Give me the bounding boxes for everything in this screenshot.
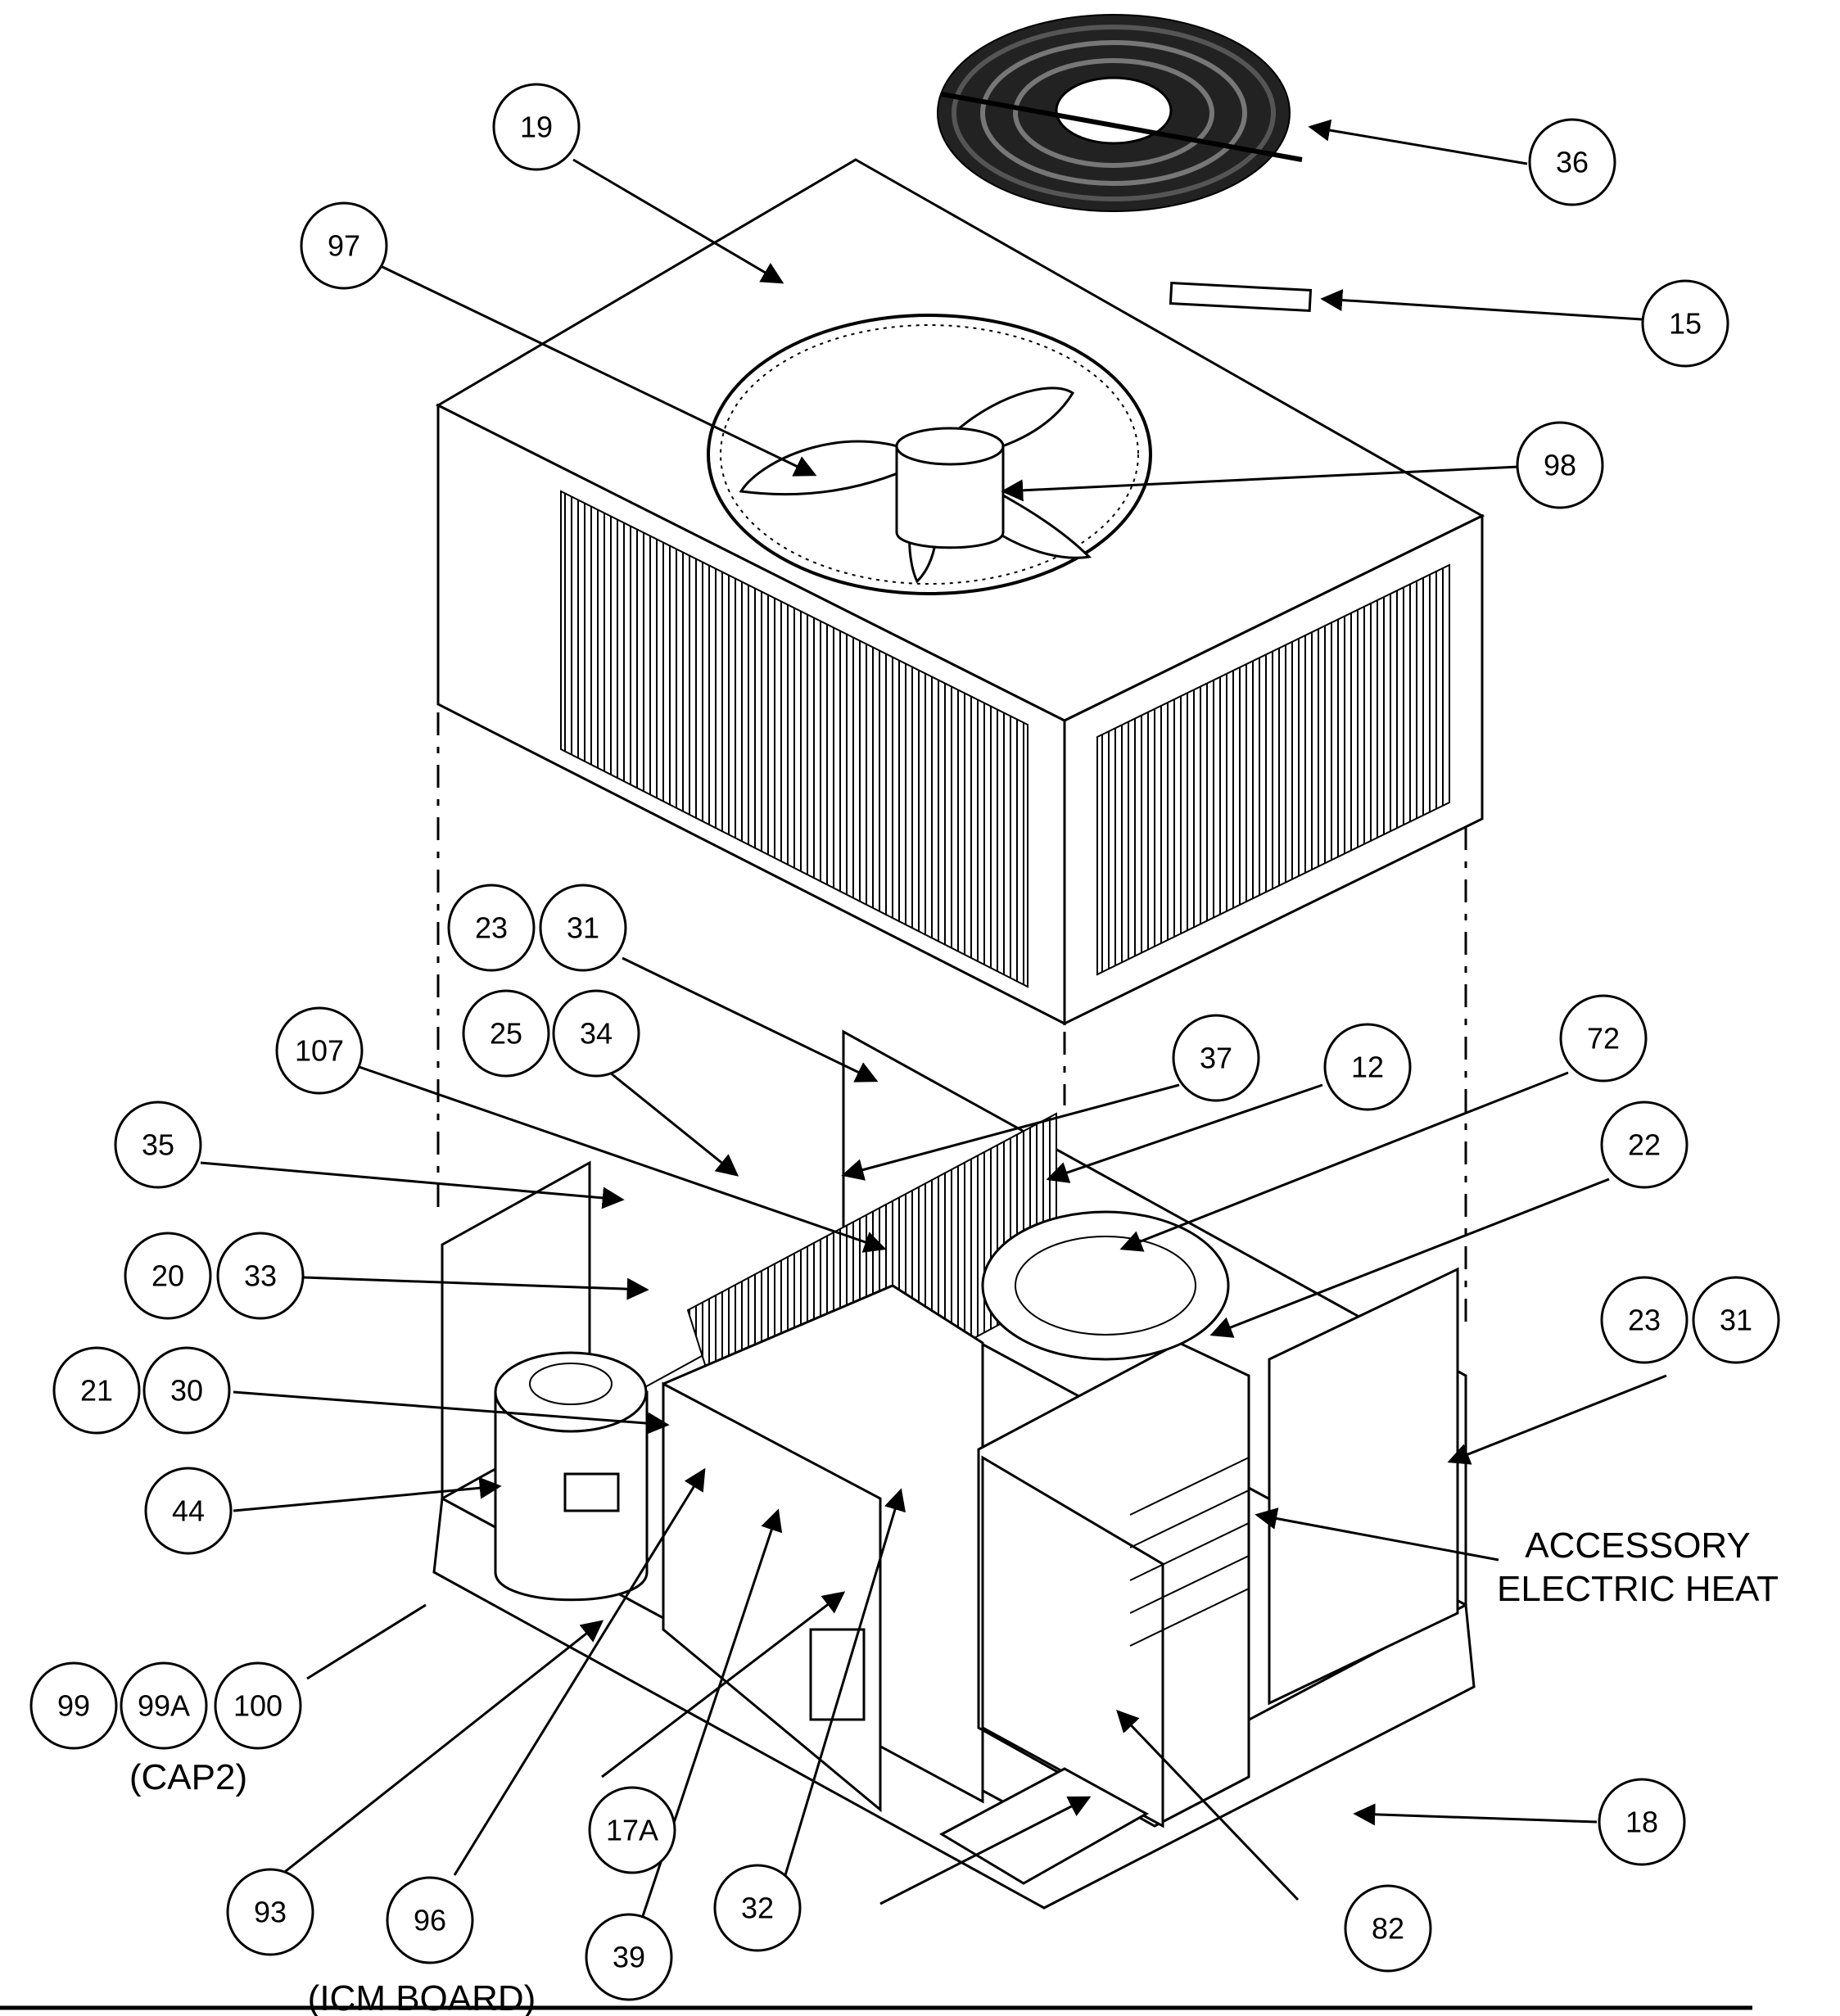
callout-93: 93: [226, 1868, 314, 1956]
svg-text:32: 32: [741, 1892, 774, 1925]
svg-text:18: 18: [1625, 1806, 1658, 1839]
svg-text:31: 31: [567, 911, 599, 945]
callout-72: 72: [1559, 994, 1648, 1083]
bracket-strip: [1169, 281, 1313, 313]
access-door-right: [1268, 1267, 1459, 1706]
top-cover-assembly: [435, 14, 1485, 1026]
callout-12: 12: [1323, 1023, 1412, 1111]
filter-rack: [938, 1767, 1150, 1885]
fan-assembly: [707, 314, 1152, 595]
callout-97: 97: [300, 201, 388, 290]
callout-15: 15: [1641, 279, 1729, 368]
svg-text:82: 82: [1372, 1912, 1404, 1946]
callout-34: 34: [552, 989, 640, 1078]
callout-31-upper: 31: [539, 884, 627, 972]
svg-text:23: 23: [1628, 1304, 1661, 1337]
svg-text:72: 72: [1587, 1022, 1620, 1055]
svg-text:23: 23: [475, 911, 508, 945]
svg-text:97: 97: [328, 229, 360, 263]
callout-37: 37: [1172, 1014, 1260, 1102]
icm-board-label: (ICM BOARD): [308, 1978, 536, 2016]
svg-text:34: 34: [580, 1017, 613, 1051]
callout-17A: 17A: [588, 1786, 676, 1874]
compressor: [494, 1351, 649, 1602]
svg-text:39: 39: [613, 1941, 645, 1974]
callout-99: 99: [29, 1661, 118, 1750]
svg-text:100: 100: [233, 1689, 283, 1723]
svg-text:107: 107: [295, 1034, 344, 1068]
svg-text:30: 30: [170, 1374, 203, 1408]
front-coil-grille: [560, 490, 1029, 988]
callout-33: 33: [216, 1232, 305, 1320]
callout-30: 30: [142, 1346, 231, 1435]
heater-elements: [1129, 1457, 1250, 1647]
svg-text:19: 19: [520, 111, 553, 144]
svg-text:21: 21: [80, 1374, 113, 1408]
callout-25: 25: [462, 989, 550, 1078]
svg-text:99A: 99A: [138, 1689, 190, 1723]
callout-23-upper: 23: [447, 884, 536, 972]
svg-text:20: 20: [151, 1259, 184, 1293]
accessory-electric-heat-label-2: ELECTRIC HEAT: [1497, 1569, 1779, 1609]
callout-22: 22: [1600, 1101, 1689, 1189]
svg-text:99: 99: [57, 1689, 90, 1723]
callout-19: 19: [492, 83, 581, 171]
accessory-electric-heat-label-1: ACCESSORY: [1525, 1526, 1751, 1566]
callout-39: 39: [585, 1913, 673, 2001]
svg-text:15: 15: [1669, 307, 1702, 341]
svg-text:17A: 17A: [606, 1814, 658, 1847]
callout-44: 44: [144, 1467, 233, 1555]
right-coil-grille: [1096, 563, 1450, 976]
svg-text:93: 93: [254, 1896, 287, 1929]
svg-text:25: 25: [490, 1017, 522, 1051]
svg-text:33: 33: [244, 1259, 277, 1293]
base-assembly: [432, 1029, 1476, 1910]
svg-text:35: 35: [142, 1128, 174, 1162]
callout-96: 96: [386, 1876, 474, 1964]
callout-18: 18: [1598, 1778, 1686, 1866]
svg-text:96: 96: [414, 1904, 446, 1937]
svg-text:31: 31: [1720, 1304, 1752, 1337]
svg-text:44: 44: [172, 1494, 205, 1528]
svg-text:12: 12: [1351, 1051, 1384, 1084]
svg-text:36: 36: [1556, 146, 1589, 179]
electric-heat-panel: [981, 1455, 1164, 1828]
svg-text:37: 37: [1200, 1042, 1232, 1075]
callout-36: 36: [1528, 118, 1616, 206]
svg-text:22: 22: [1628, 1128, 1661, 1162]
callout-21: 21: [52, 1346, 141, 1435]
callout-107: 107: [275, 1006, 364, 1095]
callout-32: 32: [713, 1864, 802, 1952]
callout-99A: 99A: [120, 1661, 208, 1750]
leader-lines: [200, 119, 1667, 1929]
callout-35: 35: [114, 1101, 202, 1189]
callout-20: 20: [124, 1232, 212, 1320]
callout-31-lower: 31: [1692, 1276, 1780, 1364]
callout-23-lower: 23: [1600, 1276, 1689, 1364]
blower-wheel: [981, 1210, 1230, 1361]
callout-82: 82: [1344, 1884, 1432, 1973]
svg-text:98: 98: [1544, 449, 1576, 482]
callout-98: 98: [1516, 421, 1604, 509]
fan-guard-grille: [937, 14, 1303, 212]
cap2-label: (CAP2): [129, 1757, 247, 1797]
callout-100: 100: [214, 1661, 302, 1750]
